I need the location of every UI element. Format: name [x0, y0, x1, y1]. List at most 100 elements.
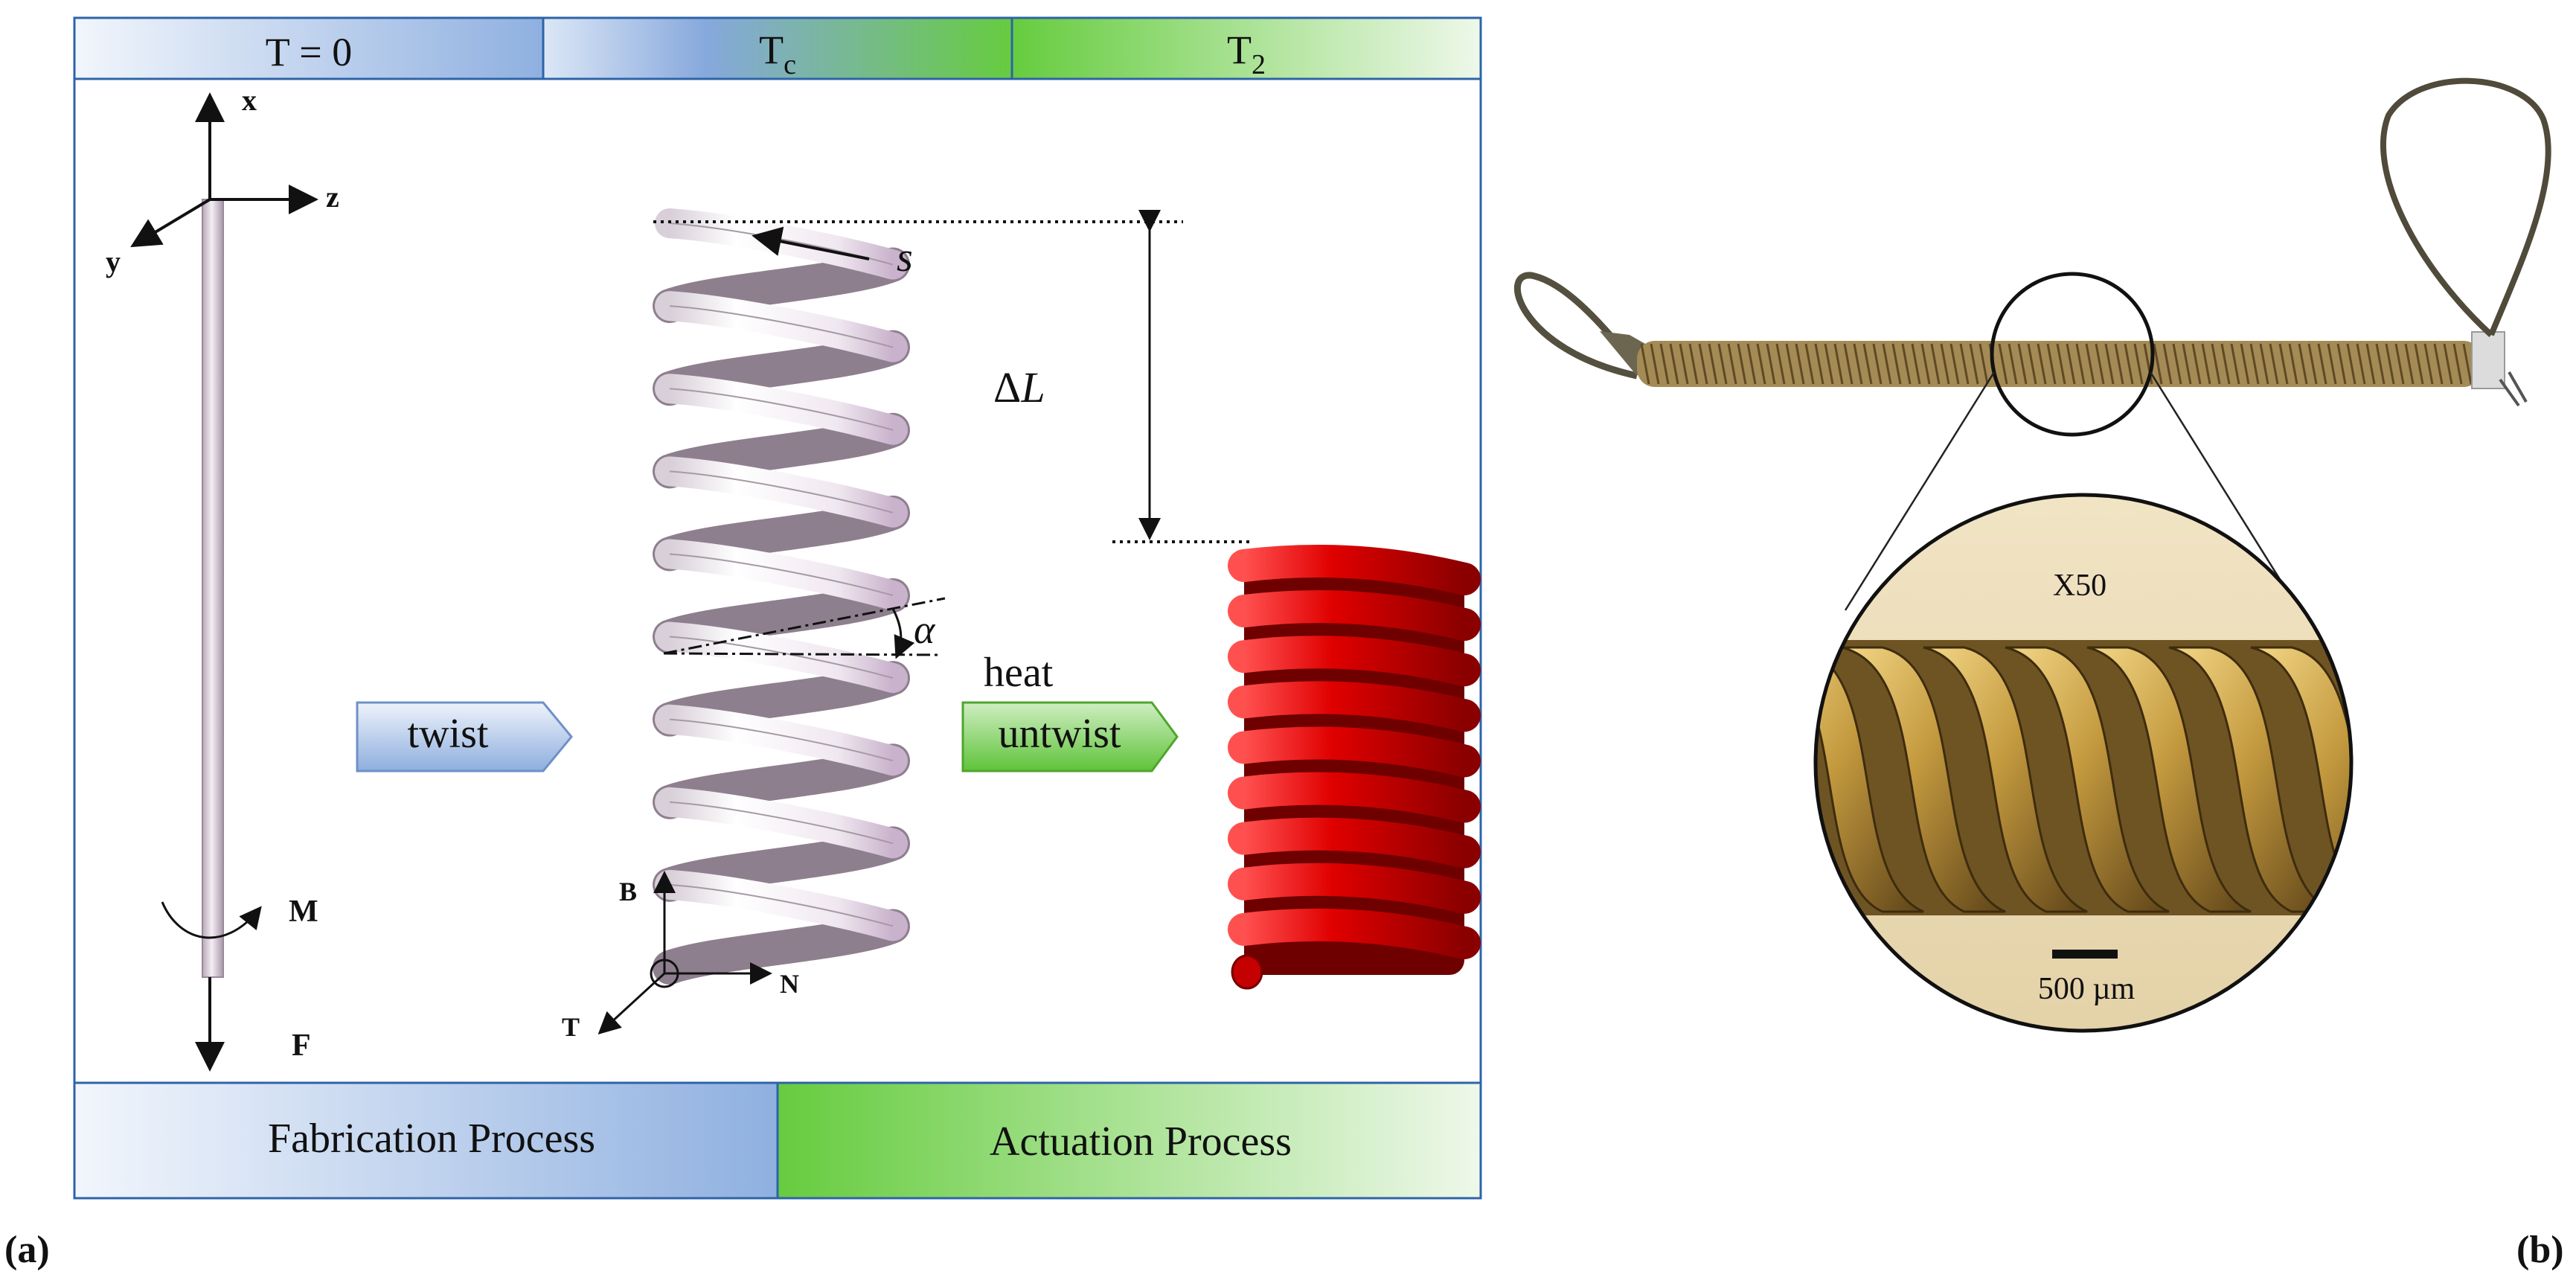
b-vector-label: B: [619, 877, 637, 906]
spring-turn-line: [1698, 343, 1708, 385]
red-coil-turn: [1228, 863, 1481, 914]
right-crimp: [2471, 331, 2505, 389]
spring-turn-line: [1669, 343, 1679, 385]
spring-turn-line: [1833, 343, 1844, 385]
spring-body: [1637, 341, 2482, 387]
spring-turn-line: [1688, 343, 1699, 385]
straight-fiber: [202, 199, 224, 978]
coil-end-cap: [1231, 954, 1263, 990]
helix-angle-annotation: [663, 597, 946, 659]
spring-turn-line: [1998, 343, 2008, 385]
coil-edge: [669, 883, 894, 927]
spring-turn-line: [1650, 343, 1660, 385]
untwist-arrow: untwist: [961, 701, 1179, 772]
spring-turn-line: [2269, 343, 2279, 385]
micro-fiber-turn: [2005, 646, 2170, 913]
micro-fiber-turn: [1923, 646, 2088, 913]
wire-tails: [2499, 371, 2528, 407]
untwist-label: untwist: [999, 711, 1121, 757]
moment-label: M: [289, 895, 318, 929]
spring-turn-line: [1679, 343, 1689, 385]
twisted-coil: [653, 208, 910, 985]
spring-turn-line: [2394, 343, 2405, 385]
panel-a: T = 0 Tc T2 Fabrication Process Actuatio…: [73, 16, 1482, 1200]
spring-turn-line: [2452, 343, 2463, 385]
spring-turn-line: [2346, 343, 2356, 385]
spring-turn-line: [2404, 343, 2415, 385]
spring-turn-line: [1979, 343, 1989, 385]
spring-turn-line: [1891, 343, 1902, 385]
spring-turn-line: [2066, 343, 2076, 385]
actuation-process-label: Actuation Process: [990, 1119, 1292, 1165]
panel-b-label: (b): [2516, 1229, 2564, 1271]
scale-bar-label: 500 µm: [2038, 972, 2136, 1006]
spring-turn-line: [2278, 343, 2289, 385]
red-coil-turn: [1228, 681, 1481, 732]
fabrication-process-label: Fabrication Process: [268, 1116, 595, 1162]
spring-turn-line: [1804, 343, 1815, 385]
spring-turn-line: [1940, 343, 1950, 385]
spring-turn-line: [1920, 343, 1931, 385]
spring-turn-line: [1727, 343, 1737, 385]
micro-fiber-turn: [1816, 646, 1924, 913]
spring-turn-line: [2095, 343, 2105, 385]
spring-turn-line: [2133, 343, 2144, 385]
spring-turn-line: [2307, 343, 2318, 385]
spring-turn-line: [2298, 343, 2308, 385]
zoom-circle: [1990, 272, 2155, 437]
spring-turn-line: [1766, 343, 1776, 385]
spring-turn-line: [2414, 343, 2424, 385]
spring-turn-line: [1659, 343, 1670, 385]
spring-turn-line: [1824, 343, 1834, 385]
z-axis-label: z: [326, 180, 339, 214]
spring-turn-line: [2211, 343, 2221, 385]
spring-turn-line: [2017, 343, 2028, 385]
coil-edge: [669, 470, 894, 514]
coil-edge: [669, 553, 894, 596]
temperature-header: T = 0 Tc T2: [73, 16, 1482, 80]
spring-turn-line: [1737, 343, 1747, 385]
spring-turn-line: [1717, 343, 1728, 385]
spring-turn-line: [2259, 343, 2269, 385]
delta-l-label: ΔL: [993, 363, 1045, 412]
red-coil-turn: [1228, 636, 1481, 687]
spring-turn-line: [2056, 343, 2066, 385]
spring-turn-line: [2433, 343, 2444, 385]
spring-turn-line: [1640, 343, 1650, 385]
spring-turn-line: [1814, 343, 1824, 385]
panel-b: X50 500 µm: [1513, 77, 2551, 1033]
spring-turn-line: [2327, 343, 2337, 385]
spring-turn-line: [2240, 343, 2250, 385]
x-axis-label: x: [242, 83, 257, 117]
spring-turn-line: [1795, 343, 1805, 385]
spring-turn-line: [2172, 343, 2182, 385]
spring-turn-line: [2008, 343, 2018, 385]
red-coil-turn: [1228, 817, 1481, 868]
red-coil-turn: [1228, 908, 1481, 959]
twist-arrow: twist: [356, 701, 573, 772]
micro-fiber-turn: [2168, 646, 2333, 913]
heat-label: heat: [984, 650, 1054, 696]
n-vector-label: N: [780, 969, 799, 999]
twist-label: twist: [408, 711, 489, 757]
header-cell-tc: Tc: [759, 28, 796, 80]
micro-fiber-turn: [1841, 646, 2006, 913]
right-loop: [2380, 77, 2551, 337]
spring-turn-line: [2162, 343, 2173, 385]
spring-turn-line: [2085, 343, 2095, 385]
spring-turn-line: [2385, 343, 2395, 385]
force-label: F: [292, 1029, 311, 1063]
t-vector-label: T: [562, 1012, 580, 1042]
spring-turn-line: [2027, 343, 2037, 385]
t-vector-arrow: [597, 972, 666, 1035]
red-coil-turn: [1228, 772, 1481, 823]
panel-a-label: (a): [4, 1229, 50, 1271]
micro-fiber-turn: [2332, 646, 2351, 913]
header-cell-t0: T = 0: [266, 30, 352, 74]
spring-turn-line: [1785, 343, 1795, 385]
arc-length-label: s: [897, 234, 913, 281]
left-loop: [1513, 272, 1638, 380]
spring-turn-line: [2230, 343, 2240, 385]
spring-turn-line: [1882, 343, 1892, 385]
spring-turn-line: [1872, 343, 1883, 385]
